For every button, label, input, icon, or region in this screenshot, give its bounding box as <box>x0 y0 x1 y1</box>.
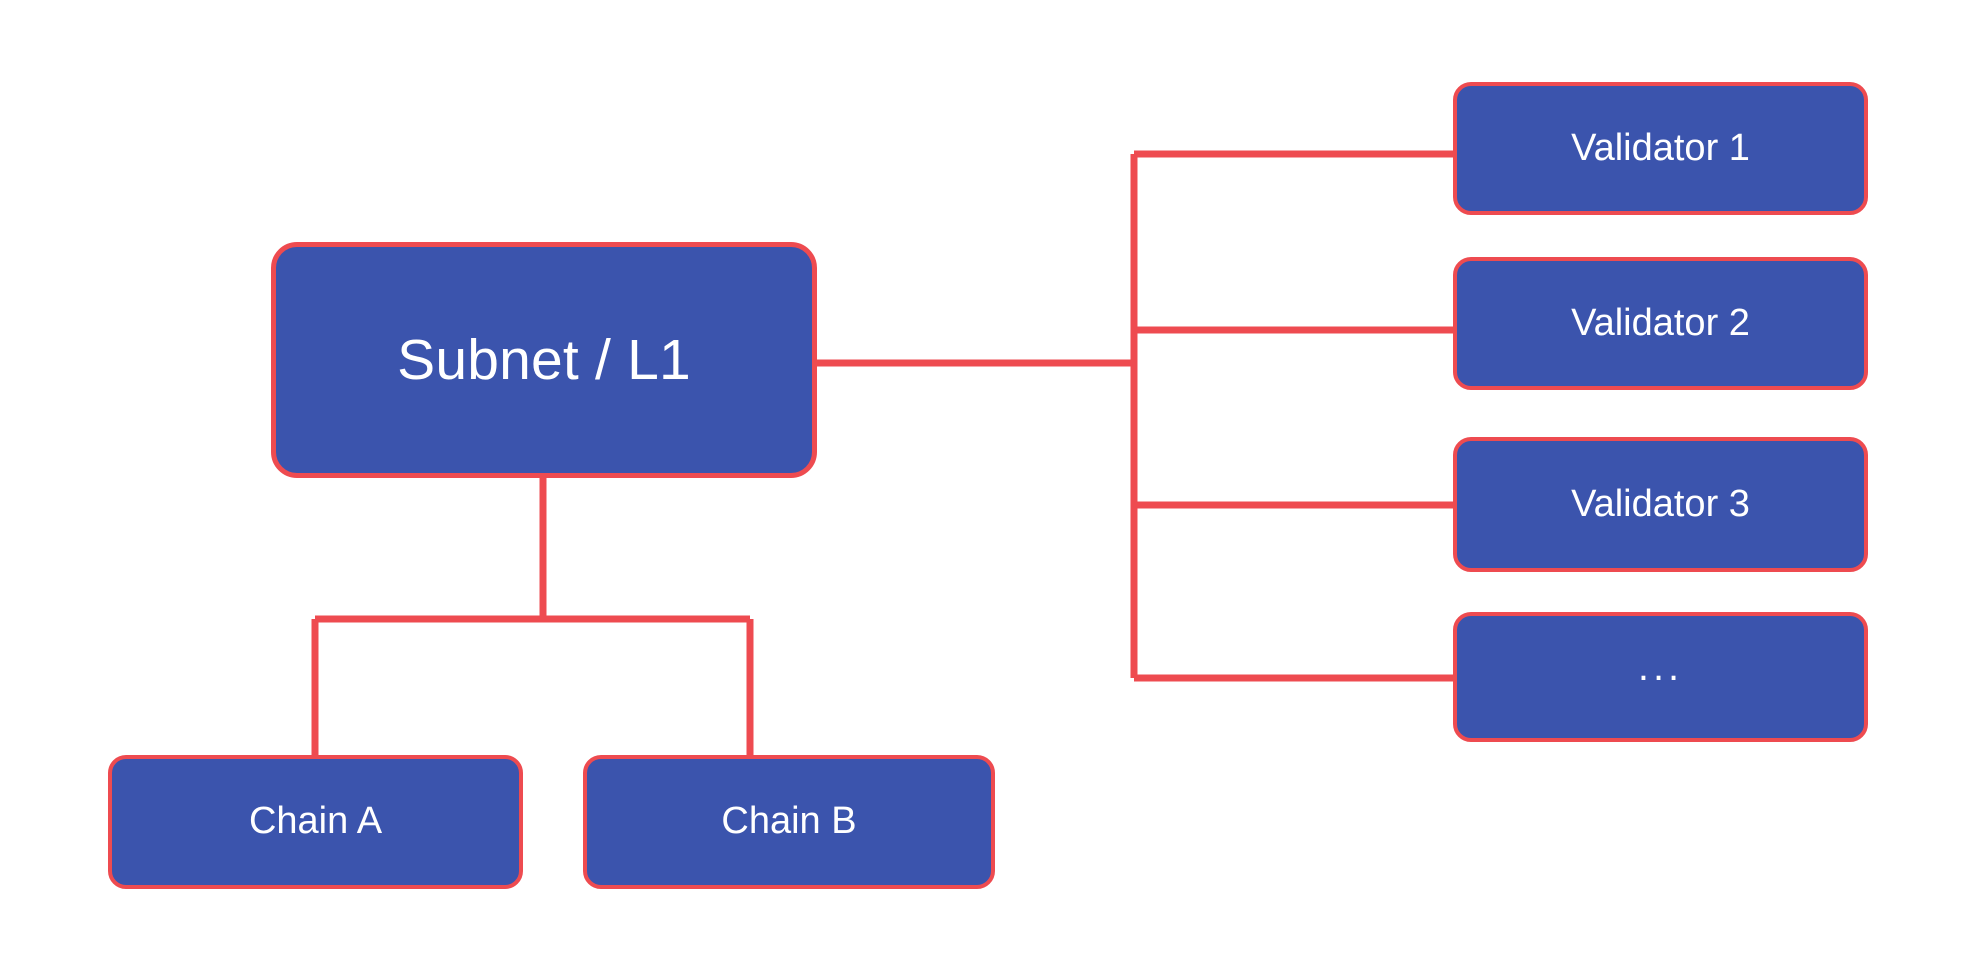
node-validator-3[interactable]: Validator 3 <box>1453 437 1868 572</box>
node-chain-b[interactable]: Chain B <box>583 755 995 889</box>
node-validator-2[interactable]: Validator 2 <box>1453 257 1868 390</box>
node-validator-more[interactable]: ... <box>1453 612 1868 742</box>
node-chain-b-label: Chain B <box>721 800 857 843</box>
node-chain-a[interactable]: Chain A <box>108 755 523 889</box>
node-validator-more-label: ... <box>1637 645 1684 689</box>
node-validator-3-label: Validator 3 <box>1571 482 1750 525</box>
node-subnet-l1[interactable]: Subnet / L1 <box>271 242 817 478</box>
node-validator-1-label: Validator 1 <box>1571 126 1750 169</box>
node-chain-a-label: Chain A <box>248 800 383 843</box>
node-validator-1[interactable]: Validator 1 <box>1453 82 1868 215</box>
node-validator-2-label: Validator 2 <box>1571 301 1750 344</box>
node-subnet-l1-label: Subnet / L1 <box>397 327 691 392</box>
